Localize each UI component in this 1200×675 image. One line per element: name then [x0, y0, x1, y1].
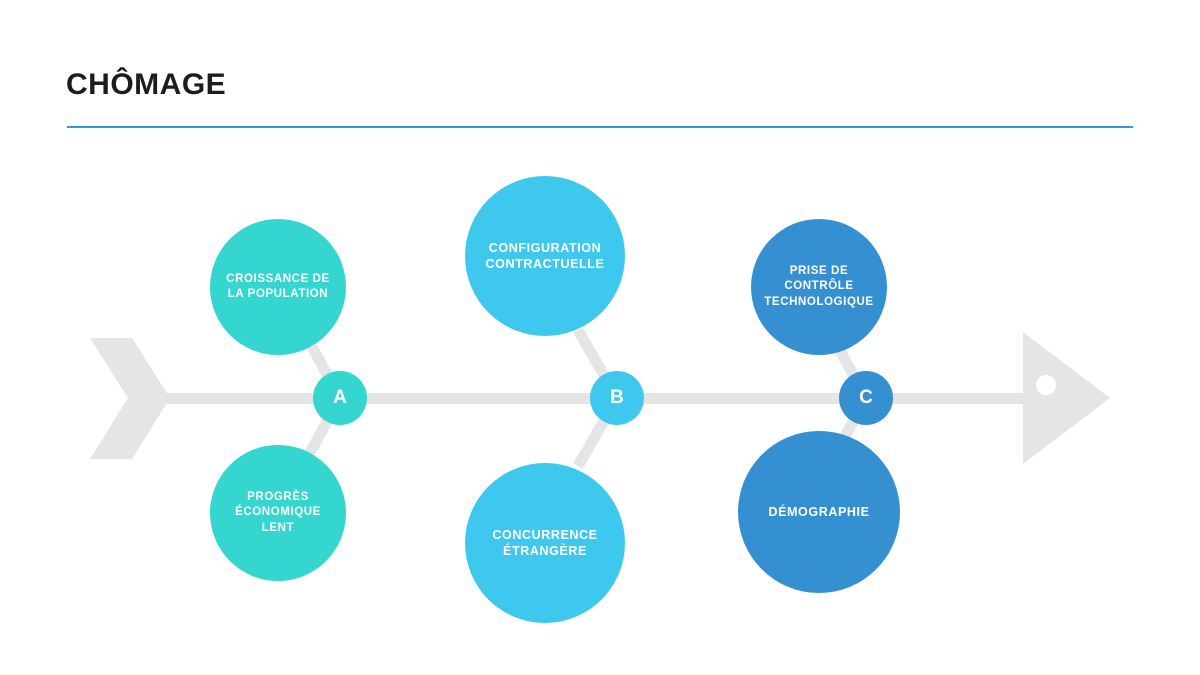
cause-bubble-demographie[interactable]: DÉMOGRAPHIE — [738, 431, 900, 593]
cause-bubble-progres-economique-lent[interactable]: PROGRÈS ÉCONOMIQUE LENT — [210, 445, 346, 581]
arrow-head-icon — [1023, 332, 1110, 464]
cause-bubble-configuration-contractuelle[interactable]: CONFIGURATION CONTRACTUELLE — [465, 176, 625, 336]
cause-bubble-croissance-population[interactable]: CROISSANCE DE LA POPULATION — [210, 219, 346, 355]
spine-node-label: B — [610, 387, 624, 408]
page-title: CHÔMAGE — [66, 68, 227, 101]
cause-bubble-label: CONFIGURATION CONTRACTUELLE — [485, 240, 605, 272]
cause-bubble-label: CROISSANCE DE LA POPULATION — [226, 272, 330, 300]
chevron-right-icon — [90, 338, 170, 459]
spine-node-label: A — [333, 387, 347, 408]
cause-bubble-label: PRISE DE CONTRÔLE TECHNOLOGIQUE — [764, 265, 874, 308]
spine-node-a[interactable]: A — [313, 371, 367, 425]
cause-bubble-prise-controle-technologique[interactable]: PRISE DE CONTRÔLE TECHNOLOGIQUE — [751, 219, 887, 355]
cause-bubble-concurrence-etrangere[interactable]: CONCURRENCE ÉTRANGÈRE — [465, 463, 625, 623]
cause-bubble-label: PROGRÈS ÉCONOMIQUE LENT — [235, 491, 321, 534]
cause-bubble-label: CONCURRENCE ÉTRANGÈRE — [492, 527, 598, 559]
spine-node-label: C — [859, 387, 873, 408]
title-divider — [67, 126, 1133, 128]
spine-node-c[interactable]: C — [839, 371, 893, 425]
spine-node-b[interactable]: B — [590, 371, 644, 425]
cause-bubble-label: DÉMOGRAPHIE — [768, 504, 870, 519]
